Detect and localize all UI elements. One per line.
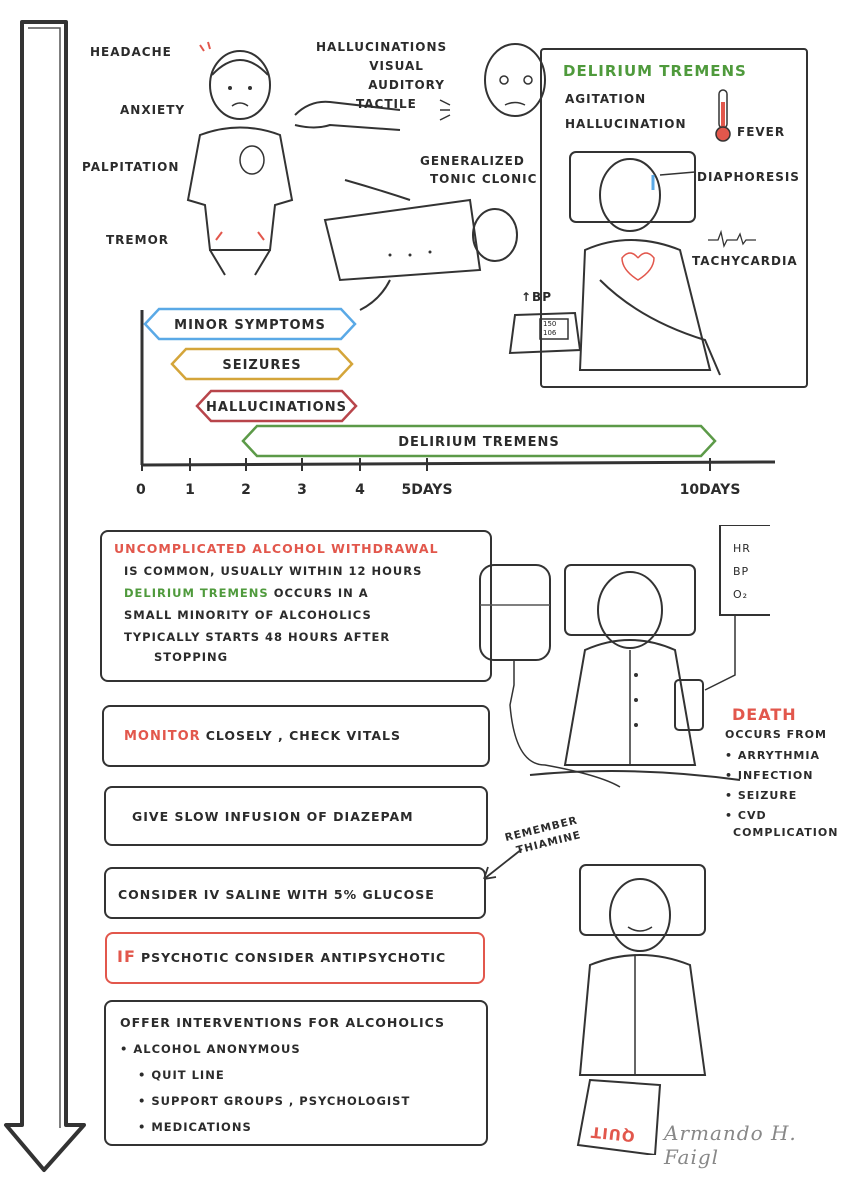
monitor-bp: BP xyxy=(733,565,750,578)
tremor-label: TREMOR xyxy=(106,233,170,247)
info-line2: DELIRIUM TREMENS OCCURS IN A xyxy=(114,582,480,604)
info-title: UNCOMPLICATED ALCOHOL WITHDRAWAL xyxy=(114,541,439,556)
hallucinations-label: HALLUCINATIONS VISUAL AUDITORY TACTILE xyxy=(316,38,447,114)
dt-agitation: AGITATION xyxy=(565,92,647,106)
death-cause-2: • INFECTION xyxy=(725,769,814,782)
monitor-step-box: MONITOR CLOSELY , CHECK VITALS xyxy=(102,705,490,767)
offer-item-2: • QUIT LINE xyxy=(138,1068,225,1082)
death-cause-3: • SEIZURE xyxy=(725,789,798,802)
info-line4: TYPICALLY STARTS 48 HOURS AFTER xyxy=(124,630,391,644)
timeline-bar-label-3: HALLUCINATIONS xyxy=(206,400,347,415)
offer-item-3-text: SUPPORT GROUPS , PSYCHOLOGIST xyxy=(151,1094,411,1108)
diazepam-step-text: GIVE SLOW INFUSION OF DIAZEPAM xyxy=(132,809,414,824)
dt-fever: FEVER xyxy=(737,125,786,139)
info-box: UNCOMPLICATED ALCOHOL WITHDRAWAL IS COMM… xyxy=(100,530,492,682)
death-sub: OCCURS FROM xyxy=(725,728,827,741)
info-line2-rest: OCCURS IN A xyxy=(273,586,369,600)
offer-title: OFFER INTERVENTIONS FOR ALCOHOLICS xyxy=(120,1015,446,1030)
dt-panel-title: DELIRIUM TREMENS xyxy=(563,62,747,80)
seizure-line2: TONIC CLONIC xyxy=(430,172,538,186)
timeline-bar-label-4: DELIRIUM TREMENS xyxy=(398,435,559,450)
iv-patient-illustration xyxy=(479,525,770,788)
bp-reading-bottom: 106 xyxy=(543,329,557,337)
timeline-tick-label-4: 3 xyxy=(297,482,307,498)
delirium-tremens-panel xyxy=(540,48,808,388)
saline-step-box: CONSIDER IV SALINE WITH 5% GLUCOSE xyxy=(104,867,486,919)
timeline-bar-4 xyxy=(241,424,717,458)
info-line3: SMALL MINORITY OF ALCOHOLICS xyxy=(124,608,372,622)
timeline-tick-label-1: 0 xyxy=(136,482,146,498)
thiamine-arrow xyxy=(483,848,523,880)
hallucinations-tactile: TACTILE xyxy=(356,97,417,111)
death-section: DEATH OCCURS FROM • ARRYTHMIA • INFECTIO… xyxy=(725,705,840,839)
death-cause-4: • CVD xyxy=(725,809,767,822)
death-cause-2-text: INFECTION xyxy=(737,769,814,782)
timeline-tick-label-5: 4 xyxy=(355,482,365,498)
timeline-tick-label-3: 2 xyxy=(241,482,251,498)
offer-item-1-text: ALCOHOL ANONYMOUS xyxy=(133,1042,301,1056)
offer-item-1: • ALCOHOL ANONYMOUS xyxy=(120,1042,301,1056)
tremor-man-illustration xyxy=(186,41,294,276)
hallucination-face-illustration xyxy=(294,43,546,131)
timeline-tick-label-6: 5DAYS xyxy=(401,482,452,498)
info-line5: STOPPING xyxy=(154,650,229,664)
progression-arrow xyxy=(4,20,86,1172)
death-cause-5: COMPLICATION xyxy=(733,826,839,839)
timeline-bar-label-2: SEIZURES xyxy=(222,358,301,373)
death-cause-1-text: ARRYTHMIA xyxy=(737,749,820,762)
offer-item-2-text: QUIT LINE xyxy=(151,1068,225,1082)
seizure-man-illustration xyxy=(323,179,518,311)
monitor-step-rest: CLOSELY , CHECK VITALS xyxy=(205,728,402,743)
info-dt: DELIRIUM TREMENS xyxy=(124,586,269,600)
info-line1: IS COMMON, USUALLY WITHIN 12 HOURS xyxy=(124,564,423,578)
palpitation-label: PALPITATION xyxy=(82,160,180,174)
hallucinations-visual: VISUAL xyxy=(369,59,424,73)
death-cause-3-text: SEIZURE xyxy=(737,789,798,802)
diazepam-step-box: GIVE SLOW INFUSION OF DIAZEPAM xyxy=(104,786,488,846)
timeline-tick-label-7: 10DAYS xyxy=(680,482,741,498)
withdrawal-timeline: MINOR SYMPTOMS SEIZURES HALLUCINATIONS DELI… xyxy=(136,307,776,498)
timeline-tick-label-2: 1 xyxy=(185,482,195,498)
dt-patient-illustration xyxy=(569,151,756,376)
monitor-o2: O₂ xyxy=(733,588,749,601)
bp-reading-top: 150 xyxy=(543,320,557,328)
offer-item-4: • MEDICATIONS xyxy=(138,1120,252,1134)
psychotic-step-rest: PSYCHOTIC CONSIDER ANTIPSYCHOTIC xyxy=(140,950,447,965)
death-title: DEATH xyxy=(732,705,797,724)
death-cause-1: • ARRYTHMIA xyxy=(725,749,820,762)
artist-signature: Armando H. Faigl xyxy=(664,1121,797,1169)
thermometer-icon xyxy=(715,89,731,142)
timeline-bar-label-1: MINOR SYMPTOMS xyxy=(174,318,326,333)
dt-diaphoresis: DIAPHORESIS xyxy=(697,170,800,184)
timeline-bar-1 xyxy=(143,307,357,341)
timeline-bar-3 xyxy=(195,389,358,423)
death-cause-4-text: CVD xyxy=(737,809,767,822)
seizure-line1: GENERALIZED xyxy=(420,154,525,168)
timeline-bar-2 xyxy=(170,347,354,381)
psychotic-step-if: IF xyxy=(117,947,136,966)
anxiety-label: ANXIETY xyxy=(120,103,186,117)
monitor-hr: HR xyxy=(733,542,751,555)
saline-step-text: CONSIDER IV SALINE WITH 5% GLUCOSE xyxy=(118,887,435,902)
hallucinations-auditory: AUDITORY xyxy=(368,78,445,92)
recovered-patient-illustration xyxy=(576,864,707,1155)
psychotic-step-box: IF PSYCHOTIC CONSIDER ANTIPSYCHOTIC xyxy=(105,932,485,984)
offer-item-3: • SUPPORT GROUPS , PSYCHOLOGIST xyxy=(138,1094,411,1108)
dt-hallucination: HALLUCINATION xyxy=(565,117,687,131)
monitor-step-red: MONITOR xyxy=(124,729,201,744)
bp-label: ↑BP xyxy=(521,290,552,304)
dt-tachycardia: TACHYCARDIA xyxy=(692,254,798,268)
hallucinations-title: HALLUCINATIONS xyxy=(316,40,448,54)
offer-item-4-text: MEDICATIONS xyxy=(151,1120,252,1134)
seizure-label: GENERALIZED TONIC CLONIC xyxy=(420,152,537,188)
offer-interventions-box: OFFER INTERVENTIONS FOR ALCOHOLICS • ALC… xyxy=(104,1000,488,1146)
headache-label: HEADACHE xyxy=(90,45,172,59)
